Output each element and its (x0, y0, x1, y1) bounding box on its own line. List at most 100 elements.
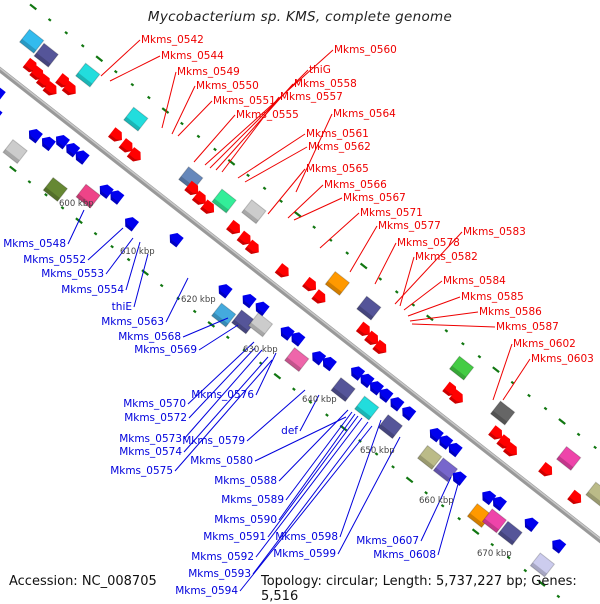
gene-arrow-forward (118, 138, 133, 153)
leader-line (87, 227, 124, 261)
gene-arrow-reverse (312, 351, 327, 366)
tick-mark (246, 173, 250, 178)
gene-label-forward: Mkms_0557 (280, 91, 343, 103)
tick-mark (44, 193, 48, 197)
tick-mark (556, 594, 561, 599)
leader-line (109, 55, 161, 82)
tick-mark (527, 393, 531, 398)
leader-line (394, 231, 463, 305)
tick-mark (159, 283, 164, 288)
gene-arrow-forward (191, 190, 206, 205)
label-leader-lines (67, 39, 531, 592)
tick-mark (457, 516, 462, 521)
gene-arrow-reverse (370, 381, 384, 396)
leader-line (221, 96, 280, 173)
gene-label-reverse: Mkms_0579 (182, 435, 245, 447)
leader-line (193, 114, 236, 163)
tick-mark (161, 107, 170, 114)
gene-arrow-reverse (125, 217, 140, 232)
tick-mark (27, 180, 32, 184)
gene-arrow-reverse (402, 406, 417, 421)
gene-label-forward: Mkms_0558 (294, 78, 357, 90)
leader-line (187, 341, 255, 405)
tick-mark (47, 18, 52, 22)
tick-mark (394, 290, 399, 294)
leader-line (215, 83, 294, 171)
gene-label-reverse: Mkms_0575 (110, 465, 173, 477)
gene-label-forward: Mkms_0550 (196, 80, 259, 92)
gene-arrow-reverse (482, 490, 497, 506)
accession-text: Accession: NC_008705 (9, 574, 157, 589)
tick-mark (225, 335, 230, 340)
gene-arrow-reverse (280, 326, 295, 341)
tick-mark (293, 210, 302, 218)
gene-box (356, 295, 382, 321)
leader-line (182, 317, 229, 338)
leader-line (285, 411, 353, 501)
gene-label-forward: Mkms_0562 (308, 141, 371, 153)
tick-mark (273, 372, 282, 380)
tick-mark (308, 400, 313, 404)
tick-mark (558, 418, 566, 425)
leader-line (171, 85, 196, 135)
gene-label-forward: Mkms_0582 (415, 251, 478, 263)
gene-box (241, 199, 267, 225)
leader-line (165, 277, 189, 323)
gene-label-reverse: Mkms_0553 (41, 268, 104, 280)
tick-mark (196, 134, 201, 139)
leader-line (287, 184, 324, 219)
leader-line (252, 421, 369, 575)
gene-box (211, 188, 237, 214)
tick-mark (593, 445, 597, 450)
scale-label: 660 kbp (419, 496, 454, 506)
gene-box (416, 444, 443, 471)
gene-label-forward: Mkms_0578 (397, 237, 460, 249)
gene-box (489, 400, 516, 426)
leader-line (278, 413, 356, 521)
gene-arrow-forward (108, 127, 122, 142)
gene-box (481, 508, 508, 534)
gene-arrow-reverse (429, 428, 444, 443)
tick-mark (262, 186, 267, 191)
gene-arrow-forward (274, 263, 289, 278)
tick-mark (537, 580, 546, 587)
leader-line (502, 358, 531, 401)
gene-arrow-reverse (218, 284, 233, 299)
map-title: Mycobacterium sp. KMS, complete genome (147, 9, 453, 25)
tick-mark (506, 555, 511, 560)
leader-line (420, 476, 452, 542)
tick-mark (411, 303, 416, 307)
gene-arrow-reverse (379, 388, 394, 403)
gene-label-forward: Mkms_0583 (463, 226, 526, 238)
leader-line (188, 347, 256, 419)
leader-line (246, 389, 306, 442)
tick-mark (312, 225, 317, 229)
gene-arrow-reverse (448, 442, 463, 458)
gene-label-reverse: Mkms_0569 (134, 344, 197, 356)
gene-label-reverse: Mkms_0589 (221, 494, 284, 506)
gene-label-forward: Mkms_0544 (161, 50, 224, 62)
tick-mark (93, 231, 98, 236)
leader-line (183, 356, 269, 453)
gene-box (2, 139, 28, 165)
leader-line (105, 237, 134, 275)
gene-box (18, 28, 45, 54)
gene-label-reverse: Mkms_0563 (101, 316, 164, 328)
leader-line (295, 113, 333, 193)
tick-mark (492, 366, 500, 373)
leader-line (411, 323, 496, 328)
gene-label-reverse: Mkms_0576 (191, 389, 254, 401)
gene-label-reverse: Mkms_0568 (118, 331, 181, 343)
gene-arrow-forward (126, 147, 141, 162)
gene-label-forward: Mkms_0567 (343, 192, 406, 204)
scale-label: 640 kbp (302, 395, 337, 405)
leader-line (278, 409, 349, 482)
gene-arrow-reverse (351, 366, 366, 381)
gene-arrow-forward (503, 441, 517, 457)
gene-arrow-reverse (360, 373, 375, 389)
gene-arrow-forward (372, 339, 387, 354)
leader-line (403, 280, 443, 311)
gene-arrow-reverse (99, 184, 114, 199)
leader-line (177, 100, 213, 137)
gene-arrow-forward (488, 425, 503, 440)
